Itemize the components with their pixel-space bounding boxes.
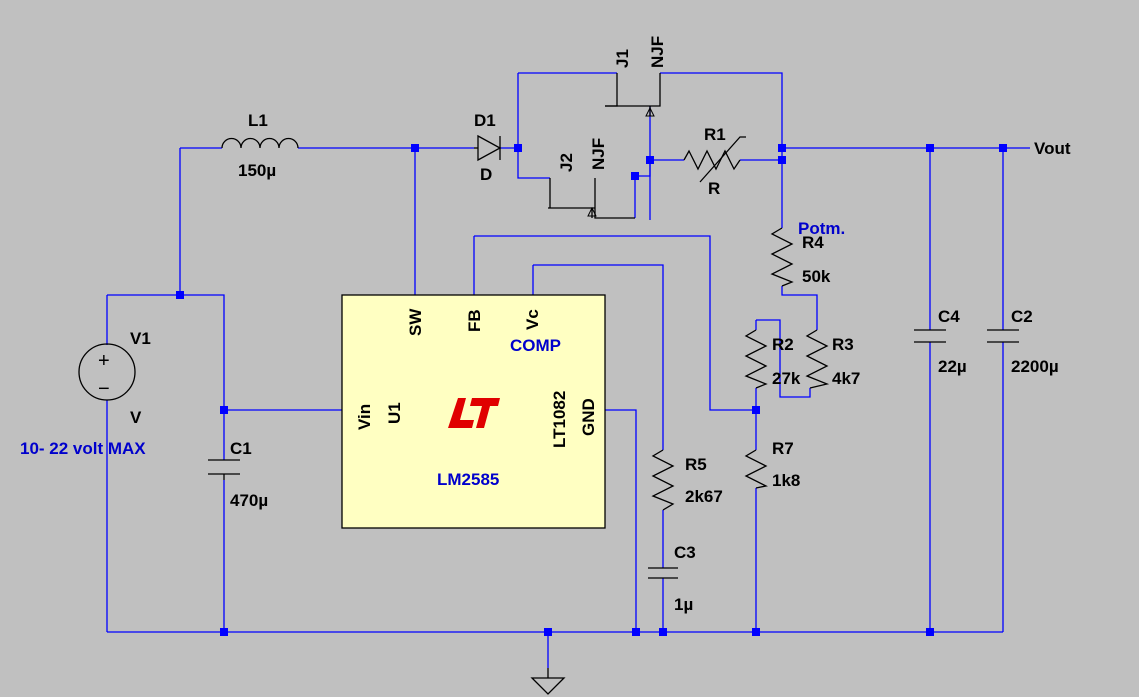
ic-comp-label: COMP — [510, 336, 561, 355]
r3-value: 4k7 — [832, 369, 860, 388]
j2-ref: J2 — [557, 153, 576, 172]
jfet-j2[interactable]: J2 NJF — [548, 138, 635, 219]
j1-value: NJF — [648, 36, 667, 68]
inductor-l1[interactable]: L1 150µ — [221, 111, 299, 180]
v1-plus-sign: + — [98, 350, 110, 372]
c3-ref: C3 — [674, 543, 696, 562]
c1-value: 470µ — [230, 491, 268, 510]
pin-sw-label: SW — [406, 308, 425, 336]
ic-part: LT1082 — [550, 391, 569, 448]
v1-note: 10- 22 volt MAX — [20, 439, 146, 458]
v1-ref: V1 — [130, 329, 151, 348]
resistor-r1[interactable]: R1 R — [683, 125, 746, 198]
pin-gnd-label: GND — [579, 398, 598, 436]
d1-value: D — [480, 165, 492, 184]
capacitor-c3[interactable]: C3 1µ — [648, 543, 696, 614]
v1-minus-sign: − — [98, 378, 110, 400]
vout-label: Vout — [1034, 139, 1071, 158]
r4-ref: R4 — [802, 233, 824, 252]
resistor-r3[interactable]: R3 4k7 — [805, 329, 860, 389]
junctions — [176, 144, 1007, 636]
r1-value: R — [708, 179, 720, 198]
capacitor-c1[interactable]: C1 470µ — [208, 439, 268, 510]
r4-value: 50k — [802, 267, 831, 286]
r7-ref: R7 — [772, 439, 794, 458]
pin-vin-label: Vin — [355, 404, 374, 430]
j2-value: NJF — [589, 138, 608, 170]
j1-ref: J1 — [613, 49, 632, 68]
diode-d1[interactable]: D1 D — [474, 111, 502, 184]
capacitor-c4[interactable]: C4 22µ — [914, 307, 967, 376]
l1-value: 150µ — [238, 161, 276, 180]
r4-note: Potm. — [798, 219, 845, 238]
d1-ref: D1 — [474, 111, 496, 130]
r1-ref: R1 — [704, 125, 726, 144]
r5-ref: R5 — [685, 455, 707, 474]
c2-ref: C2 — [1011, 307, 1033, 326]
l1-ref: L1 — [248, 111, 268, 130]
ground-symbol — [530, 668, 566, 695]
r3-ref: R3 — [832, 335, 854, 354]
resistor-r2[interactable]: R2 27k — [744, 329, 801, 389]
r2-value: 27k — [772, 369, 801, 388]
r7-value: 1k8 — [772, 471, 800, 490]
ic-u1[interactable]: SW FB Vc COMP Vin U1 LT1082 GND LM2585 — [341, 294, 606, 529]
r5-value: 2k67 — [685, 487, 723, 506]
v1-value: V — [130, 408, 142, 427]
c4-value: 22µ — [938, 357, 967, 376]
voltage-source-v1[interactable]: + − V1 V 10- 22 volt MAX — [20, 329, 151, 458]
lt-logo-icon — [448, 398, 500, 428]
r2-ref: R2 — [772, 335, 794, 354]
pin-vc-label: Vc — [523, 309, 542, 330]
resistor-r7[interactable]: R7 1k8 — [744, 439, 800, 490]
c1-ref: C1 — [230, 439, 252, 458]
c2-value: 2200µ — [1011, 357, 1059, 376]
ic-ref: U1 — [385, 402, 404, 424]
jfet-j1[interactable]: J1 NJF — [605, 36, 667, 117]
pin-fb-label: FB — [465, 309, 484, 332]
resistor-r5[interactable]: R5 2k67 — [651, 449, 723, 511]
capacitor-c2[interactable]: C2 2200µ — [987, 307, 1059, 376]
resistor-r4[interactable]: Potm. R4 50k — [770, 219, 845, 287]
ic-spice-line: LM2585 — [437, 470, 499, 489]
wires — [106, 72, 1030, 668]
c3-value: 1µ — [674, 595, 693, 614]
c4-ref: C4 — [938, 307, 960, 326]
